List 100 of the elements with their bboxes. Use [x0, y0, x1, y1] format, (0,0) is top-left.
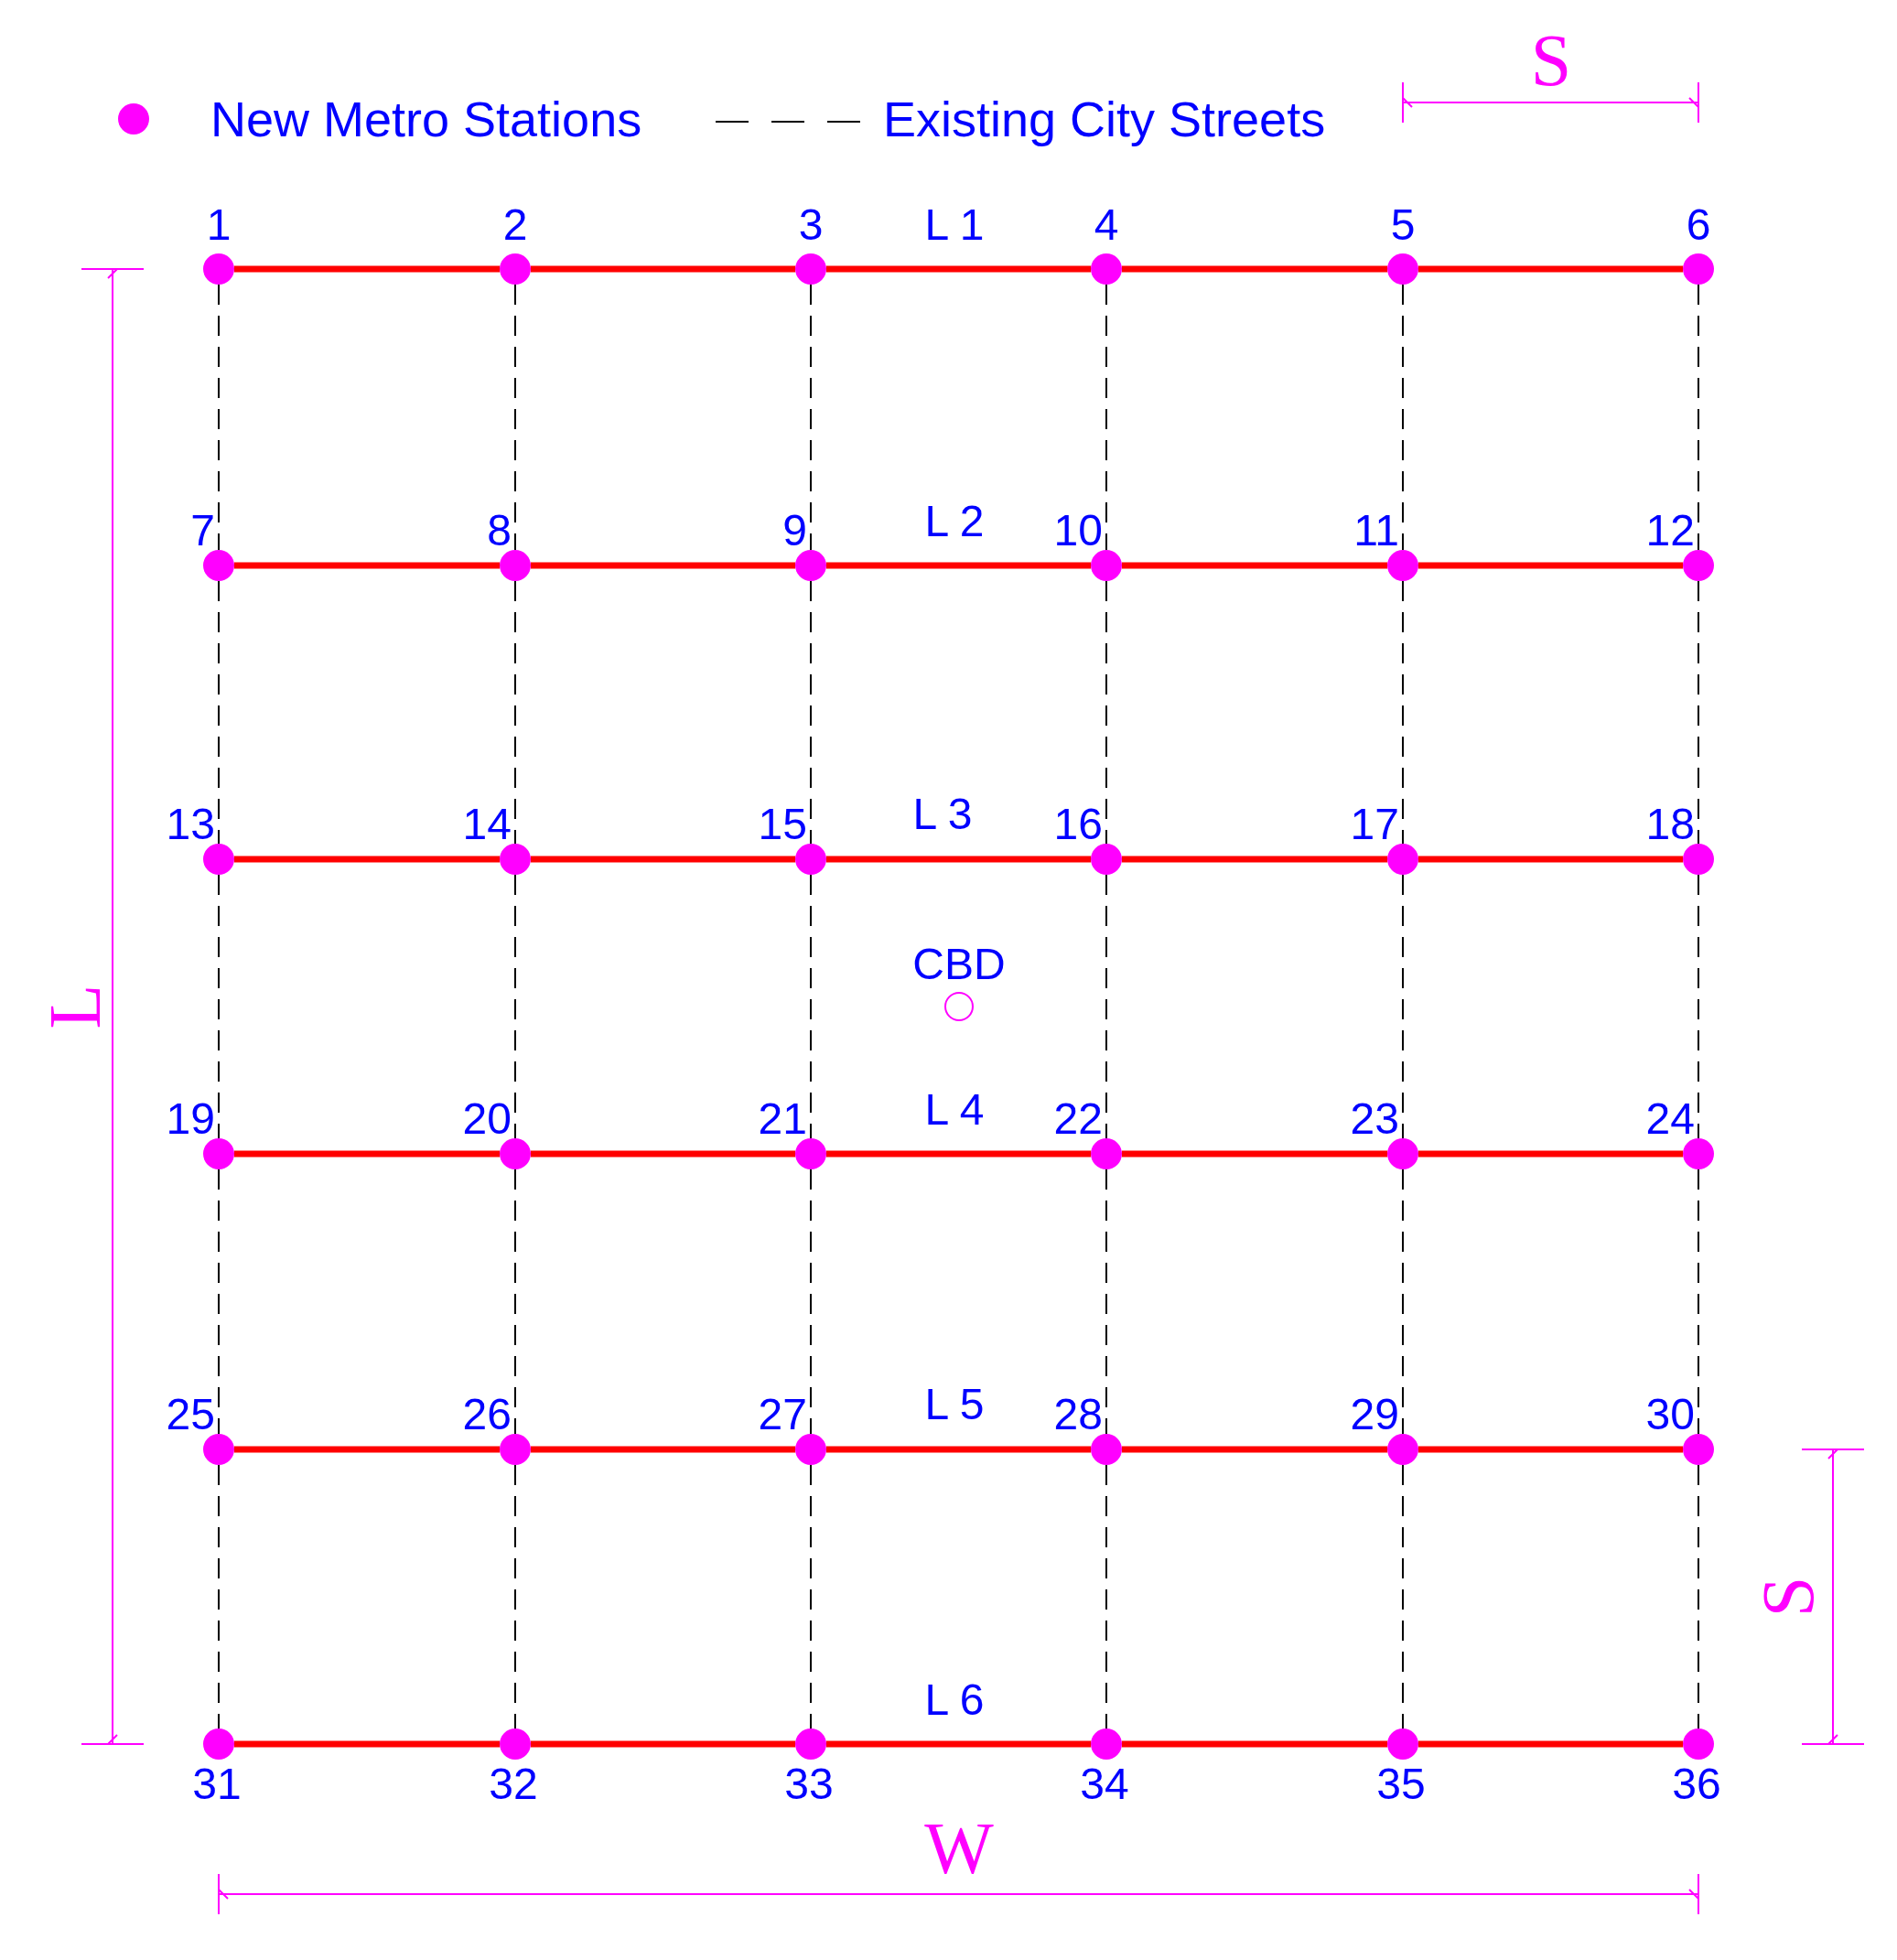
- metro-line: [826, 1740, 1091, 1748]
- dashed-street-line: [810, 874, 812, 1139]
- dashed-street-line: [514, 1464, 516, 1729]
- dimension-label: L: [38, 984, 112, 1029]
- dashed-street-line: [1698, 1168, 1699, 1435]
- station-number: 9: [782, 509, 807, 553]
- metro-line: [234, 1150, 500, 1158]
- dashed-street-line: [218, 874, 220, 1139]
- dashed-street-line: [514, 1168, 516, 1435]
- station-number: 1: [206, 203, 232, 247]
- dashed-street-line: [514, 874, 516, 1139]
- station-number: 19: [166, 1097, 215, 1141]
- station-number: 33: [784, 1762, 834, 1806]
- station-number: 30: [1645, 1393, 1695, 1437]
- cbd-label: CBD: [912, 942, 1006, 986]
- metro-line: [1122, 265, 1387, 273]
- dashed-street-line: [1402, 1168, 1404, 1435]
- dashed-street-line: [1105, 580, 1107, 845]
- legend-text: New Metro Stations: [210, 94, 642, 144]
- dashed-street-line: [810, 284, 812, 551]
- dimension-label: S: [1751, 1576, 1825, 1618]
- station-number: 12: [1645, 509, 1695, 553]
- station-number: 14: [462, 802, 512, 846]
- station-number: 4: [1094, 203, 1119, 247]
- dashed-street-line: [810, 1168, 812, 1435]
- line-label: L 4: [924, 1088, 985, 1132]
- dashed-street-line: [1402, 874, 1404, 1139]
- station-number: 26: [462, 1393, 512, 1437]
- metro-line: [531, 265, 795, 273]
- station-number: 16: [1053, 802, 1103, 846]
- dashed-street-line: [1698, 1464, 1699, 1729]
- line-label: L 1: [924, 203, 985, 247]
- metro-line: [1418, 1446, 1683, 1453]
- dashed-street-line: [1105, 1168, 1107, 1435]
- dashed-street-line: [218, 1464, 220, 1729]
- dashed-street-line: [810, 1464, 812, 1729]
- metro-line: [1418, 1740, 1683, 1748]
- station-number: 34: [1080, 1762, 1129, 1806]
- station-number: 17: [1350, 802, 1399, 846]
- metro-line: [1418, 562, 1683, 569]
- station-number: 13: [166, 802, 215, 846]
- metro-line: [531, 1740, 795, 1748]
- metro-line: [1122, 856, 1387, 863]
- metro-line: [531, 856, 795, 863]
- station-number: 25: [166, 1393, 215, 1437]
- metro-line: [1418, 265, 1683, 273]
- station-number: 11: [1353, 509, 1399, 553]
- station-number: 36: [1672, 1762, 1721, 1806]
- metro-line: [826, 1150, 1091, 1158]
- dashed-street-line: [1105, 874, 1107, 1139]
- dashed-street-line: [1698, 284, 1699, 551]
- metro-line: [826, 265, 1091, 273]
- station-number: 24: [1645, 1097, 1695, 1141]
- metro-line: [234, 1740, 500, 1748]
- dashed-street-line: [514, 580, 516, 845]
- metro-line: [1418, 856, 1683, 863]
- station-number: 18: [1645, 802, 1695, 846]
- metro-line: [826, 562, 1091, 569]
- station-number: 35: [1376, 1762, 1426, 1806]
- dashed-street-line: [218, 580, 220, 845]
- dashed-street-line: [1402, 1464, 1404, 1729]
- metro-line: [1122, 562, 1387, 569]
- metro-line: [1122, 1740, 1387, 1748]
- station-number: 28: [1053, 1393, 1103, 1437]
- dimension-label: S: [1530, 24, 1572, 97]
- dashed-street-line: [514, 284, 516, 551]
- dashed-street-line: [1105, 284, 1107, 551]
- metro-line: [1418, 1150, 1683, 1158]
- station-number: 2: [502, 203, 528, 247]
- station-number: 21: [758, 1097, 807, 1141]
- metro-line: [531, 1150, 795, 1158]
- station-number: 8: [487, 509, 512, 553]
- metro-line: [531, 1446, 795, 1453]
- dashed-street-line: [218, 1168, 220, 1435]
- line-label: L 6: [924, 1678, 985, 1722]
- station-number: 3: [798, 203, 824, 247]
- metro-line: [234, 856, 500, 863]
- dashed-street-line: [1402, 284, 1404, 551]
- dashed-street-line: [1105, 1464, 1107, 1729]
- station-number: 27: [758, 1393, 807, 1437]
- station-number: 32: [489, 1762, 538, 1806]
- metro-line: [234, 562, 500, 569]
- dashed-street-line: [1698, 874, 1699, 1139]
- metro-line: [234, 265, 500, 273]
- line-label: L 3: [912, 792, 973, 836]
- station-number: 5: [1390, 203, 1416, 247]
- metro-line: [826, 856, 1091, 863]
- station-number: 6: [1686, 203, 1711, 247]
- dashed-street-line: [1698, 580, 1699, 845]
- line-label: L 2: [924, 500, 985, 544]
- station-number: 29: [1350, 1393, 1399, 1437]
- dashed-street-line: [810, 580, 812, 845]
- dashed-street-line: [1402, 580, 1404, 845]
- station-number: 23: [1350, 1097, 1399, 1141]
- station-number: 10: [1053, 509, 1103, 553]
- dimension-label: W: [924, 1812, 994, 1885]
- station-number: 31: [192, 1762, 242, 1806]
- station-number: 15: [758, 802, 807, 846]
- dashed-street-line: [218, 284, 220, 551]
- metro-line: [531, 562, 795, 569]
